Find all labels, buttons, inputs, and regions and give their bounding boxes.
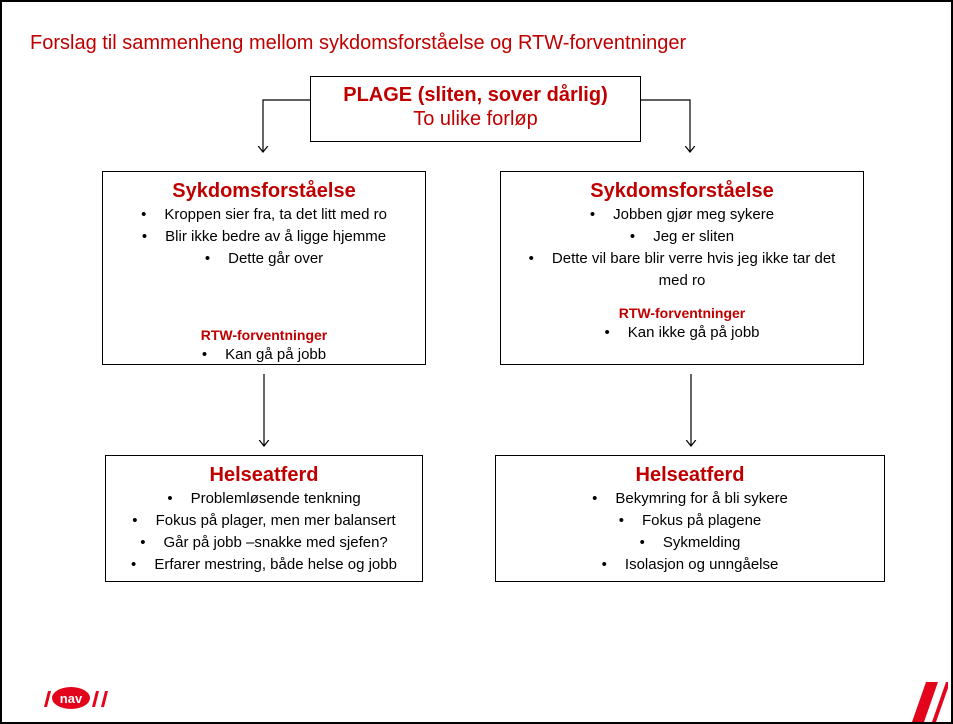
list-item: •Dette går over (204, 250, 324, 267)
understanding-list-right: •Jobben gjør meg sykere •Jeg er sliten •… (501, 204, 863, 292)
understanding-box-left: Sykdomsforståelse •Kroppen sier fra, ta … (102, 171, 426, 365)
behavior-box-left: Helseatferd •Problemløsende tenkning •Fo… (105, 455, 423, 582)
slide-title: Forslag til sammenheng mellom sykdomsfor… (30, 32, 687, 54)
list-item: •Fokus på plagene (618, 512, 762, 529)
list-item: •Jobben gjør meg sykere (589, 206, 775, 223)
list-item: •Kan gå på jobb (201, 346, 327, 363)
rtw-heading-right: RTW-forventninger (618, 305, 746, 321)
svg-text:nav: nav (60, 691, 83, 706)
arrow-top-to-left (263, 99, 310, 152)
plage-heading: PLAGE (sliten, sover dårlig) (343, 84, 608, 106)
list-item: •Isolasjon og unngåelse (601, 556, 779, 573)
behavior-list-left: •Problemløsende tenkning •Fokus på plage… (106, 488, 422, 576)
rtw-list-left: •Kan gå på jobb (103, 344, 425, 366)
nav-logo-icon: nav (44, 687, 108, 709)
behavior-heading-left: Helseatferd (209, 464, 319, 486)
behavior-heading-right: Helseatferd (635, 464, 745, 486)
arrow-top-to-right (641, 99, 690, 152)
red-stripe-icon (912, 682, 948, 722)
list-item: •Kroppen sier fra, ta det litt med ro (141, 206, 387, 223)
plage-subheading: To ulike forløp (413, 108, 538, 130)
list-item: •Dette vil bare blir verre hvis jeg ikke… (528, 250, 836, 289)
behavior-list-right: •Bekymring for å bli sykere •Fokus på pl… (496, 488, 884, 576)
list-item: •Går på jobb –snakke med sjefen? (140, 534, 388, 551)
list-item: •Erfarer mestring, både helse og jobb (131, 556, 397, 573)
rtw-list-right: •Kan ikke gå på jobb (501, 322, 863, 344)
rtw-heading-left: RTW-forventninger (200, 327, 328, 343)
list-item: •Sykmelding (639, 534, 741, 551)
understanding-heading-left: Sykdomsforståelse (172, 180, 356, 202)
list-item: •Problemløsende tenkning (167, 490, 361, 507)
list-item: •Blir ikke bedre av å ligge hjemme (141, 228, 387, 245)
understanding-list-left: •Kroppen sier fra, ta det litt med ro •B… (103, 204, 425, 270)
behavior-box-right: Helseatferd •Bekymring for å bli sykere … (495, 455, 885, 582)
list-item: •Jeg er sliten (629, 228, 735, 245)
list-item: •Fokus på plager, men mer balansert (132, 512, 396, 529)
plage-box: PLAGE (sliten, sover dårlig) To ulike fo… (310, 76, 641, 142)
understanding-heading-right: Sykdomsforståelse (590, 180, 774, 202)
list-item: •Bekymring for å bli sykere (592, 490, 788, 507)
understanding-box-right: Sykdomsforståelse •Jobben gjør meg syker… (500, 171, 864, 365)
list-item: •Kan ikke gå på jobb (604, 324, 760, 341)
